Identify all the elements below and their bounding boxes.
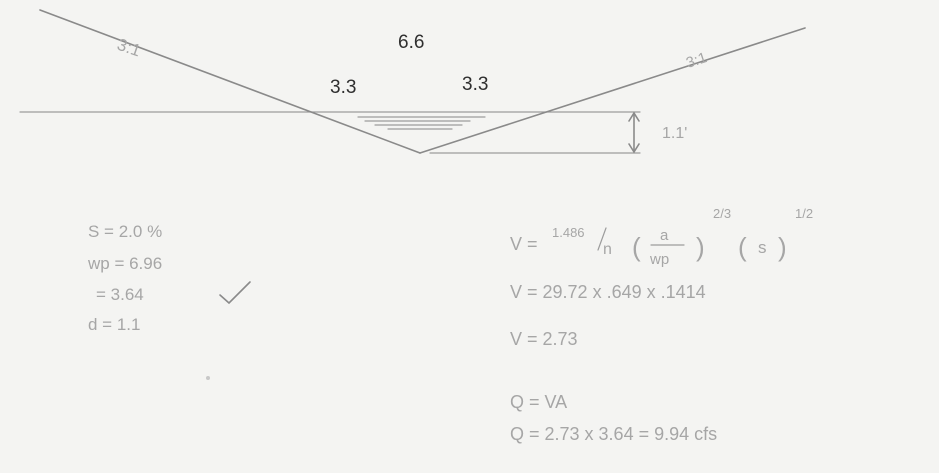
right-slope-line xyxy=(419,27,806,154)
formula-open-paren: ( xyxy=(632,232,641,262)
formula-a: a xyxy=(660,227,669,244)
left-half-width-label: 3.3 xyxy=(330,77,356,98)
discharge-result-line: Q = 2.73 x 3.64 = 9.94 cfs xyxy=(510,424,717,444)
velocity-result-line: V = 2.73 xyxy=(510,329,578,349)
slope-value: S = 2.0 % xyxy=(88,222,162,241)
area-value: = 3.64 xyxy=(96,285,144,304)
stray-mark xyxy=(206,376,210,380)
velocity-calc-line: V = 29.72 x .649 x .1414 xyxy=(510,282,706,302)
manning-formula: V = 1.486 n ( a wp ) 2/3 ( s ) 1/2 xyxy=(510,206,813,268)
left-slope-line xyxy=(39,9,421,154)
discharge-formula-line: Q = VA xyxy=(510,392,567,412)
formula-prefix: V = xyxy=(510,234,538,254)
right-slope-label: 3:1 xyxy=(684,49,709,72)
formula-exponent-1: 2/3 xyxy=(713,206,731,221)
wetted-perimeter-value: wp = 6.96 xyxy=(87,254,162,273)
formula-s: s xyxy=(758,238,767,257)
right-half-width-label: 3.3 xyxy=(462,74,488,95)
formula-open-paren-2: ( xyxy=(738,232,747,262)
top-width-label: 6.6 xyxy=(398,32,424,53)
water-hatching xyxy=(357,116,486,130)
depth-arrow-top xyxy=(628,111,640,122)
formula-coefficient: 1.486 xyxy=(552,225,585,240)
formula-close-paren-2: ) xyxy=(778,232,787,262)
formula-exponent-2: 1/2 xyxy=(795,206,813,221)
depth-value: d = 1.1 xyxy=(88,315,140,334)
formula-n: n xyxy=(603,241,612,258)
formula-close-paren: ) xyxy=(696,232,705,262)
depth-label: 1.1' xyxy=(662,125,687,142)
depth-arrow-bottom xyxy=(628,143,640,154)
check-mark-icon xyxy=(219,281,251,305)
formula-slash xyxy=(597,227,607,251)
formula-wp: wp xyxy=(649,251,669,268)
left-slope-label: 3:1 xyxy=(115,35,144,61)
